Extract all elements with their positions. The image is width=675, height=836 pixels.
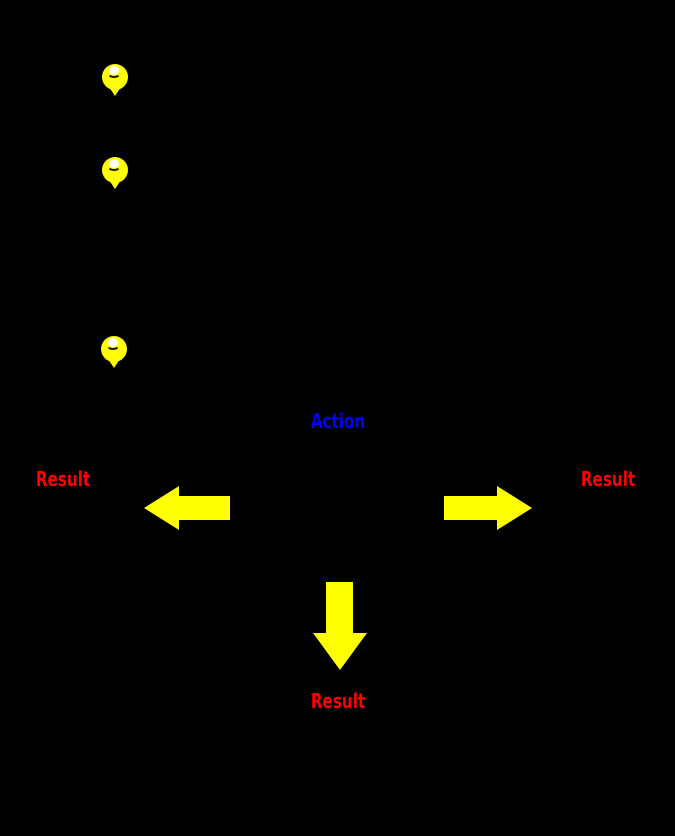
left-block-arrow-icon (144, 486, 230, 530)
balloon-smiley-icon (101, 336, 127, 368)
down-block-arrow-icon (313, 582, 367, 670)
balloon-smiley-icon (102, 157, 128, 189)
smiley-tail (108, 359, 120, 368)
result-label-bottom: Result (310, 689, 366, 713)
down-arrow-shape (313, 582, 367, 670)
result-label-left: Result (35, 467, 91, 491)
left-arrow-shape (144, 486, 230, 530)
right-block-arrow-icon (444, 486, 532, 530)
smiley-tail (109, 180, 121, 189)
right-arrow-shape (444, 486, 532, 530)
smiley-tail (109, 87, 121, 96)
smiley-smile (107, 161, 121, 171)
balloon-smiley-icon (102, 64, 128, 96)
smiley-smile (106, 340, 120, 350)
result-label-right: Result (580, 467, 636, 491)
action-label: Action (310, 409, 366, 433)
smiley-smile (107, 68, 121, 78)
